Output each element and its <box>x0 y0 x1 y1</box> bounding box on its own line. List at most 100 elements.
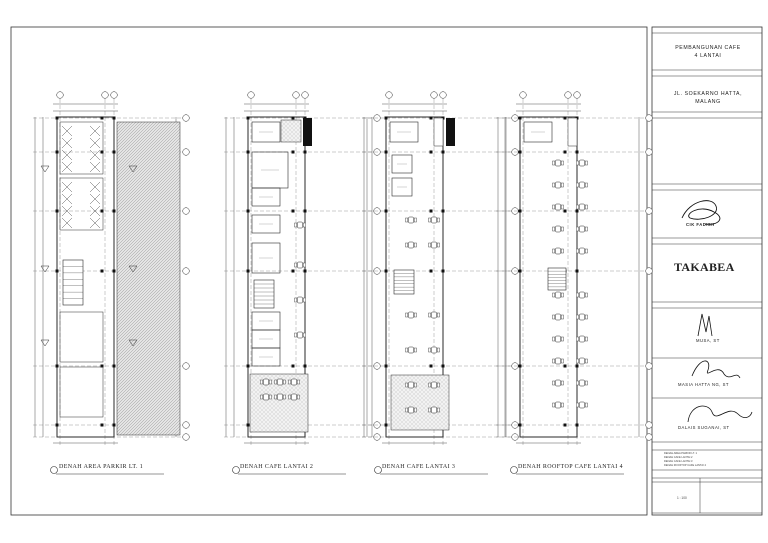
structural-column <box>291 364 295 368</box>
chair <box>576 226 579 232</box>
shaft <box>446 118 455 146</box>
project-line-1: PEMBANGUNAN CAFE <box>675 45 741 51</box>
chair <box>576 402 579 408</box>
cafe-table-set <box>552 203 564 211</box>
structural-column <box>575 269 579 273</box>
chair <box>269 394 272 400</box>
signer-3-name: DALAIS SUGANAI, ST <box>678 425 730 430</box>
structural-column <box>384 150 388 154</box>
plan-title-text: DENAH CAFE LANTAI 2 <box>240 464 314 470</box>
grid-bubble-top <box>430 91 438 99</box>
structural-column <box>575 364 579 368</box>
chair <box>288 379 291 385</box>
parking-bay <box>59 366 104 418</box>
structural-column <box>384 209 388 213</box>
table-top <box>408 406 414 414</box>
chair <box>405 407 408 413</box>
designer-name: CIK FADISH <box>686 222 715 227</box>
structural-column <box>384 423 388 427</box>
drawing-list-item: DENAH CAFE LANTAI 2 <box>664 456 693 459</box>
table-top <box>579 203 585 211</box>
cafe-table-set <box>428 346 440 354</box>
stair-outline <box>253 279 275 309</box>
grid-bubble-side <box>182 148 190 156</box>
structural-column <box>246 269 250 273</box>
structural-column <box>112 209 116 213</box>
chair <box>428 382 431 388</box>
structural-column <box>575 209 579 213</box>
grid-bubble-top <box>56 91 64 99</box>
drawing-list-item: DENAH ROOFTOP CAFE LANTAI 4 <box>664 464 706 467</box>
grid-bubble-top <box>519 91 527 99</box>
grid-bubble-side <box>645 433 653 441</box>
chair <box>405 242 408 248</box>
cafe-table-set <box>552 313 564 321</box>
grid-bubble-side <box>182 433 190 441</box>
table-top <box>408 346 414 354</box>
chair <box>552 160 555 166</box>
section-marker <box>40 165 138 347</box>
chair <box>552 248 555 254</box>
chair <box>561 248 564 254</box>
structural-column <box>291 269 295 273</box>
grid-bubble-top <box>385 91 393 99</box>
plan-title-text: DENAH CAFE LANTAI 3 <box>382 464 456 470</box>
chair <box>585 358 588 364</box>
table-top <box>555 335 561 343</box>
floor-plan-2 <box>224 91 381 445</box>
structural-column <box>429 209 433 213</box>
chair <box>294 297 297 303</box>
grid-bubble-side <box>645 362 653 370</box>
building-outline <box>385 116 444 438</box>
table-top <box>555 379 561 387</box>
cafe-table-set <box>552 181 564 189</box>
table-top <box>408 381 414 389</box>
location-line-1: JL. SOEKARNO HATTA, <box>673 91 743 97</box>
chair <box>576 292 579 298</box>
cafe-table-set <box>405 241 417 249</box>
structural-column <box>441 364 445 368</box>
plan-title-marker <box>50 466 164 475</box>
structural-column <box>303 150 307 154</box>
service-room <box>433 117 444 147</box>
chair <box>294 262 297 268</box>
chair <box>585 248 588 254</box>
structural-column <box>55 209 59 213</box>
grid-bubble-side <box>645 114 653 122</box>
chair <box>437 312 440 318</box>
shaft <box>303 118 312 146</box>
table-top <box>555 401 561 409</box>
car-marker <box>61 217 101 229</box>
structural-column <box>112 423 116 427</box>
structural-column <box>100 269 104 273</box>
structural-column <box>384 116 388 120</box>
chair <box>585 226 588 232</box>
chair <box>552 336 555 342</box>
signer-3-signature <box>687 405 753 423</box>
room-outline <box>391 177 413 197</box>
chair <box>269 379 272 385</box>
structural-column <box>112 116 116 120</box>
grid-bubble-top <box>301 91 309 99</box>
floor-plan-3 <box>362 91 519 445</box>
structural-column <box>518 150 522 154</box>
cafe-table-set <box>274 393 286 401</box>
cafe-table-set <box>260 393 272 401</box>
structural-column <box>291 209 295 213</box>
structural-column <box>291 116 295 120</box>
building-outline <box>247 116 306 438</box>
table-top <box>579 357 585 365</box>
structural-column <box>429 116 433 120</box>
structural-column <box>112 150 116 154</box>
car-marker <box>61 161 101 173</box>
chair <box>576 204 579 210</box>
signer-1-signature <box>697 313 713 337</box>
chair <box>585 204 588 210</box>
cafe-table-set <box>294 331 306 339</box>
cafe-table-set <box>576 225 588 233</box>
cafe-table-set <box>552 159 564 167</box>
chair <box>561 160 564 166</box>
structural-column <box>246 150 250 154</box>
table-top <box>297 331 303 339</box>
chair <box>576 358 579 364</box>
